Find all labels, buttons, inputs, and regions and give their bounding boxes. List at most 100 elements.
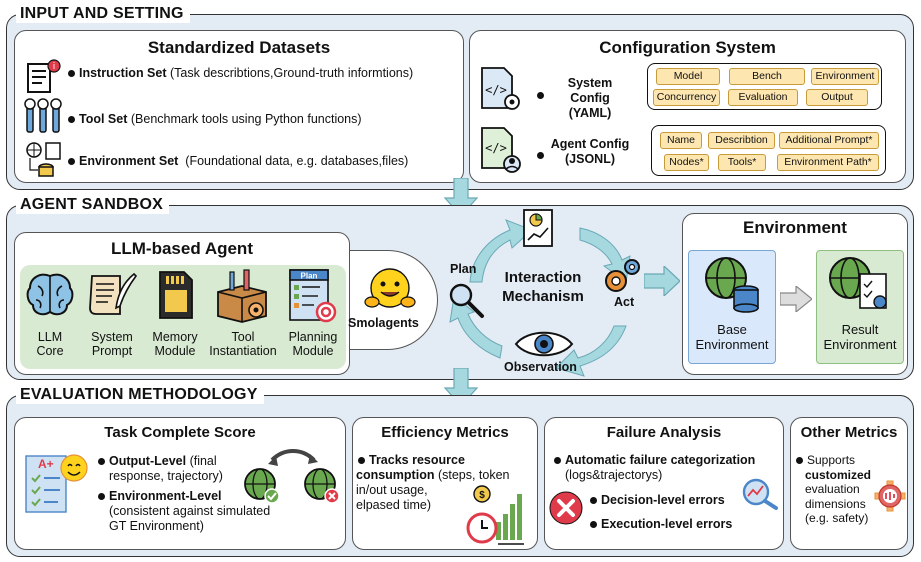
llm-agent-title: LLM-based Agent [111,239,253,258]
smolagents-label: Smolagents [348,316,419,330]
tool-instantiation-line1: Tool [231,330,255,344]
system-prompt-line1: System [91,330,133,344]
output-level-name: Output-Level [109,454,187,468]
wrench-tools-icon [24,98,62,133]
bullet [590,496,597,504]
failure-auto: Automatic failure categorization [565,453,756,467]
input-setting-title: INPUT AND SETTING [16,5,218,23]
eye-icon [514,331,574,357]
environment-set-name: Environment Set [79,154,179,168]
interaction-line1: Interaction [504,269,582,286]
bullet [98,458,105,465]
bullet [68,69,75,77]
other-line1: Supports [807,453,856,467]
configuration-title: Configuration System [599,38,776,57]
bullet [358,457,365,464]
other-metrics-title: Other Metrics [800,424,898,441]
interaction-line2: Mechanism [502,288,584,305]
bullet [98,493,105,500]
other-line2: customized [805,467,872,482]
environment-level-row: Environment-Level (consistent against si… [96,489,270,534]
agent-config-label: Agent Config (JSONL) [548,137,632,167]
interaction-cycle-arrows [449,219,631,377]
observation-label: Observation [504,360,577,374]
failure-auto-row: Automatic failure categorization (logs&t… [552,453,780,483]
settings-gear-icon [874,480,906,512]
llm-core-line2: Core [36,344,64,358]
other-line4: dimensions [805,496,866,511]
memory-module-line2: Module [154,344,196,358]
svg-text:</>: </> [485,83,507,97]
base-environment-label: Base Environment [688,322,776,352]
tag-environment-path: Environment Path* [777,154,879,171]
environment-level-desc2: GT Environment) [109,519,204,533]
instruction-set-row: Instruction Set (Task describtions,Groun… [66,66,413,80]
tag-description: Describtion [708,132,775,149]
agent-config-format: (JSONL) [565,152,615,166]
planning-module-line2: Module [292,344,334,358]
llm-core-line1: LLM [37,330,63,344]
efficiency-bold1: Tracks resource [369,453,465,467]
clock-coin-bars-icon: $ [466,485,524,545]
failure-panel [544,417,784,550]
svg-text:$: $ [479,490,485,501]
agent-config-name: Agent Config [550,137,630,151]
tag-concurrency: Concurrency [653,89,720,106]
chart-document-icon [523,209,553,247]
tag-bench: Bench [729,68,805,85]
failure-auto-desc: (logs&trajectorys) [565,468,663,482]
scroll-quill-icon [89,272,138,315]
tag-additional-prompt: Additional Prompt* [779,132,879,149]
tag-evaluation: Evaluation [728,89,798,106]
memory-module-line1: Memory [152,330,198,344]
datasets-panel [14,30,464,183]
system-prompt-label: System Prompt [82,330,142,358]
planning-board-icon: Plan [289,269,337,323]
memory-module-label: Memory Module [144,330,206,358]
globe-compare-icon [244,449,340,504]
other-line3: evaluation [805,482,860,496]
tool-set-row: Tool Set (Benchmark tools using Python f… [66,112,362,126]
efficiency-bold2: consumption [356,468,435,482]
hugging-face-icon [364,268,416,308]
environment-set-desc: (Foundational data, e.g. databases,files… [185,154,409,168]
other-line5: (e.g. safety) [805,511,869,525]
magnifier-icon [449,283,484,318]
system-config-file-icon: </> [481,67,520,110]
bullet [796,457,803,464]
task-score-panel [14,417,346,550]
execution-errors: Execution-level errors [601,517,733,531]
efficiency-desc1: (steps, token [434,468,510,482]
llm-core-label: LLM Core [22,330,78,358]
gears-icon [605,259,640,292]
base-env-line2: Environment [695,337,769,352]
environment-level-name: Environment-Level [109,489,222,503]
memory-card-icon [159,271,193,319]
act-label: Act [614,295,635,309]
efficiency-desc2: in/out usage, [356,483,428,497]
plan-badge-text: Plan [301,272,318,281]
system-prompt-line2: Prompt [91,344,133,358]
bullet [535,146,548,164]
tool-set-desc: (Benchmark tools using Python functions) [130,112,362,126]
tool-instantiation-label: Tool Instantiation [204,330,282,358]
right-arrow-icon [780,286,812,312]
right-flow-arrow-icon [644,266,680,296]
tag-model: Model [656,68,720,85]
environment-set-icon [26,142,61,177]
instruction-document-icon: i [27,59,61,93]
tool-instantiation-line2: Instantiation [209,344,277,358]
execution-errors-row: Execution-level errors [588,517,732,531]
output-level-row: Output-Level (final response, trajectory… [96,454,223,484]
bullet [68,115,75,123]
planning-module-line1: Planning [288,330,338,344]
decision-errors-row: Decision-level errors [588,493,725,507]
globe-checklist-icon [829,257,887,309]
task-score-title: Task Complete Score [104,424,256,441]
globe-database-icon [705,257,759,313]
tag-name: Name [660,132,702,149]
instruction-set-desc: (Task describtions,Ground-truth informti… [170,66,414,80]
search-chart-icon [742,478,778,510]
datasets-title: Standardized Datasets [147,38,331,57]
other-metrics-desc: Supports customized evaluation dimension… [794,453,884,526]
